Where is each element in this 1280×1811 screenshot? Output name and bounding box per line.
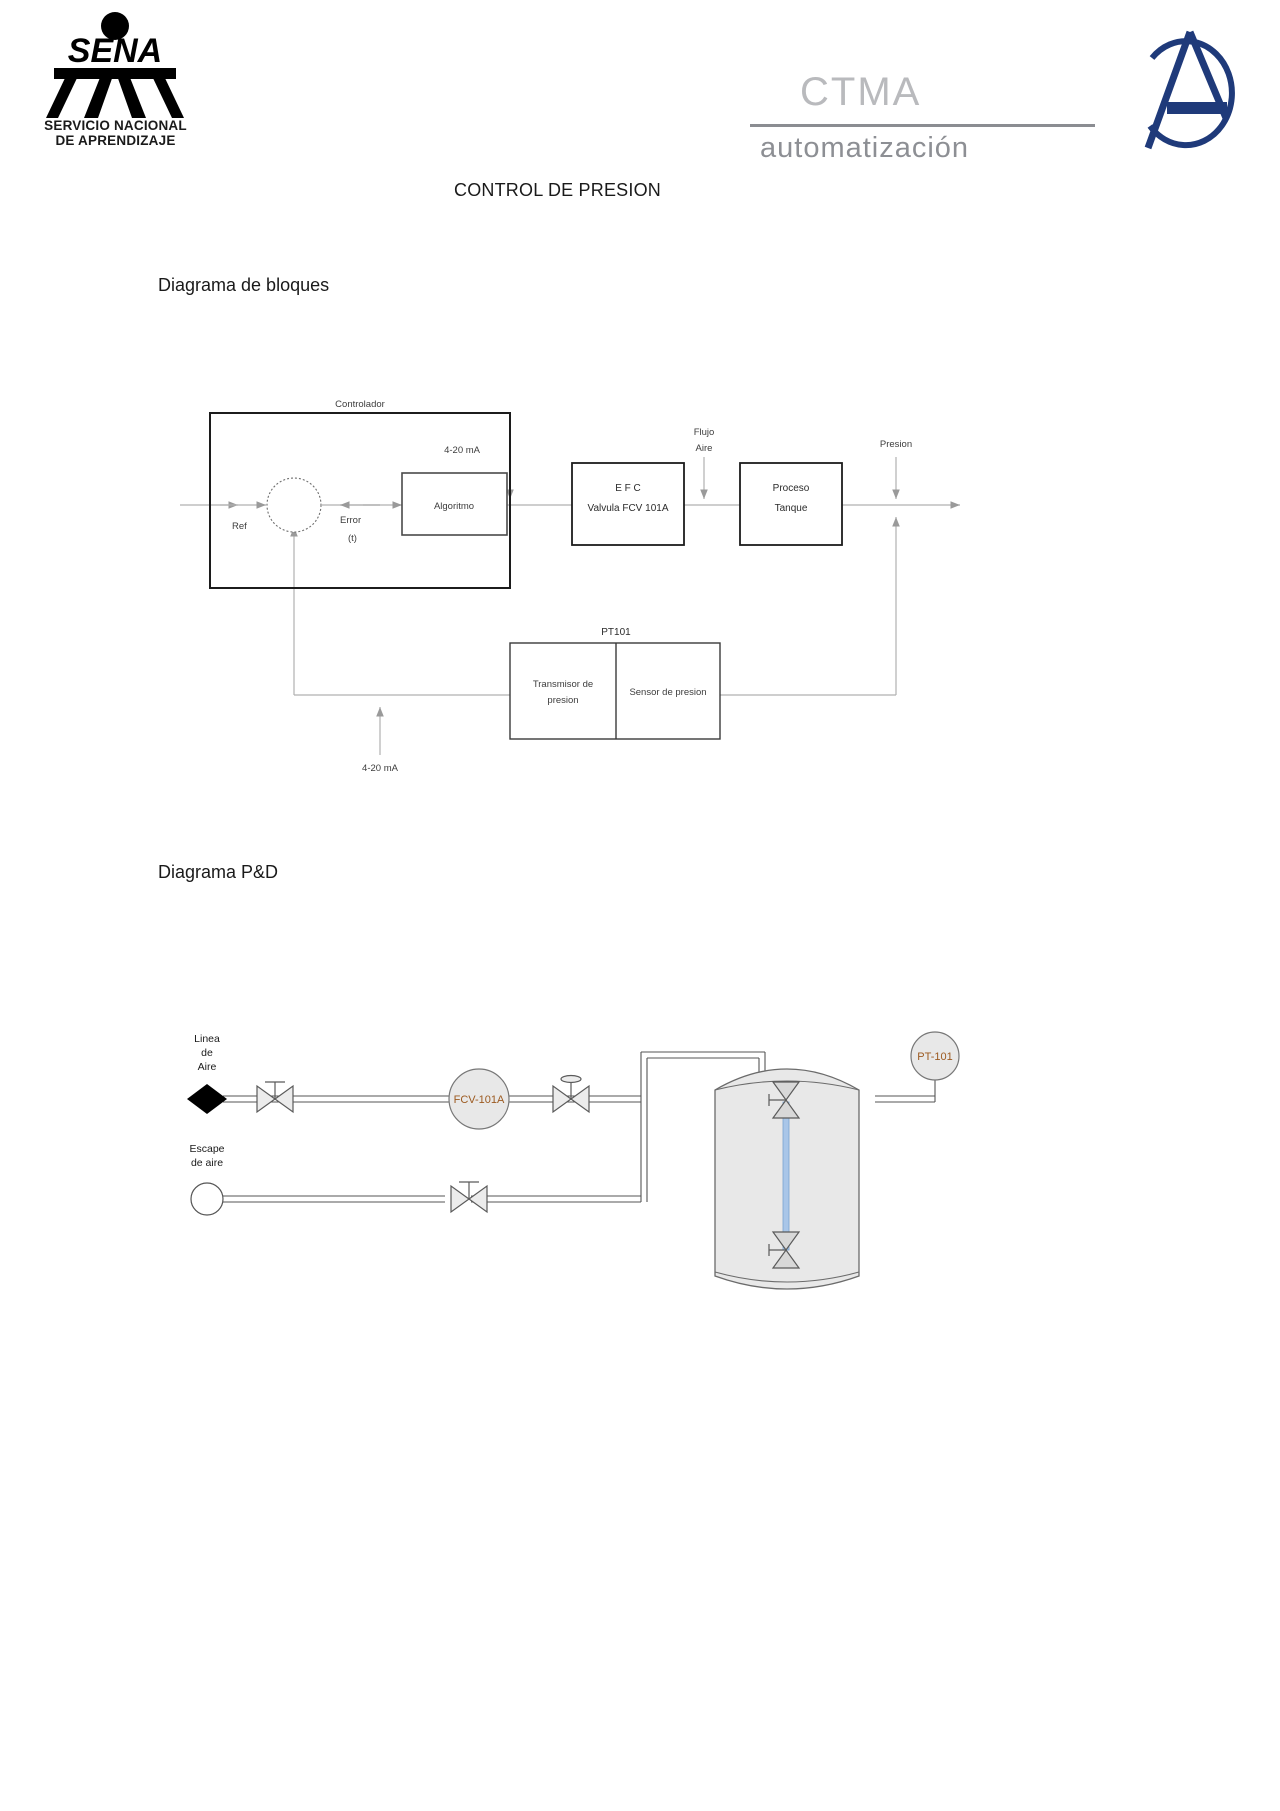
efc-block-line1: E F C — [615, 483, 641, 494]
controller-output-signal-label: 4-20 mA — [444, 445, 481, 456]
svg-text:SENA: SENA — [68, 32, 162, 70]
process-block-line1: Proceso — [773, 483, 810, 494]
air-line-label-1: Linea — [194, 1033, 220, 1045]
transmitter-block-line1: Transmisor de — [533, 679, 593, 690]
ctma-subtitle: automatización — [760, 132, 970, 164]
process-block-line2: Tanque — [775, 503, 808, 514]
exhaust-label-2: de aire — [191, 1157, 223, 1169]
sena-logo: SENA — [28, 10, 203, 160]
feedback-signal-label: 4-20 mA — [362, 763, 399, 774]
ctma-wordmark: CTMA — [800, 70, 922, 114]
error-sublabel: (t) — [348, 533, 357, 544]
algorithm-block-label: Algoritmo — [434, 501, 474, 512]
tank-bottom-valve — [768, 1231, 801, 1269]
pressure-transmitter-tag: PT-101 — [917, 1051, 952, 1063]
hand-valve-inlet — [256, 1081, 294, 1114]
control-valve-tag: FCV-101A — [454, 1094, 505, 1106]
pressure-vessel — [714, 1068, 860, 1290]
block-diagram: Controlador Ref Error (t) Algoritmo 4-20… — [180, 395, 960, 774]
efc-block-line2: Valvula FCV 101A — [588, 503, 669, 514]
pressure-output-label: Presion — [880, 439, 912, 450]
air-flow-label-line1: Flujo — [694, 427, 715, 438]
section-heading-pid-diagram: Diagrama P&D — [158, 862, 279, 882]
transmitter-block-line2: presion — [547, 695, 578, 706]
air-flow-label-line2: Aire — [696, 443, 713, 454]
reference-label: Ref — [232, 521, 247, 532]
exhaust-label-1: Escape — [189, 1143, 224, 1155]
pressure-transmitter-bubble — [910, 1031, 960, 1081]
air-line-label-3: Aire — [198, 1061, 217, 1073]
ctma-logo: CTMA automatización — [745, 20, 1255, 164]
page-title: CONTROL DE PRESION — [454, 180, 661, 200]
controller-label: Controlador — [335, 399, 385, 410]
section-heading-block-diagram: Diagrama de bloques — [158, 275, 330, 295]
control-valve-bubble — [448, 1068, 510, 1130]
hand-valve-outlet — [552, 1074, 590, 1114]
sensor-block-label: Sensor de presion — [629, 687, 706, 698]
air-line-label-2: de — [201, 1047, 213, 1059]
transmitter-tag-label: PT101 — [601, 627, 631, 638]
error-label: Error — [340, 515, 361, 526]
tank-top-valve — [768, 1081, 801, 1119]
sena-logo-caption: SERVICIO NACIONAL DE APRENDIZAJE — [28, 118, 203, 148]
pid-diagram: Linea de Aire Escape de aire — [175, 1020, 965, 1310]
ctma-divider — [750, 124, 1095, 127]
sena-caption-line1: SERVICIO NACIONAL — [44, 118, 187, 133]
hand-valve-exhaust — [450, 1181, 488, 1214]
sena-caption-line2: DE APRENDIZAJE — [55, 133, 176, 148]
ctma-a-mark-icon — [1120, 22, 1245, 157]
